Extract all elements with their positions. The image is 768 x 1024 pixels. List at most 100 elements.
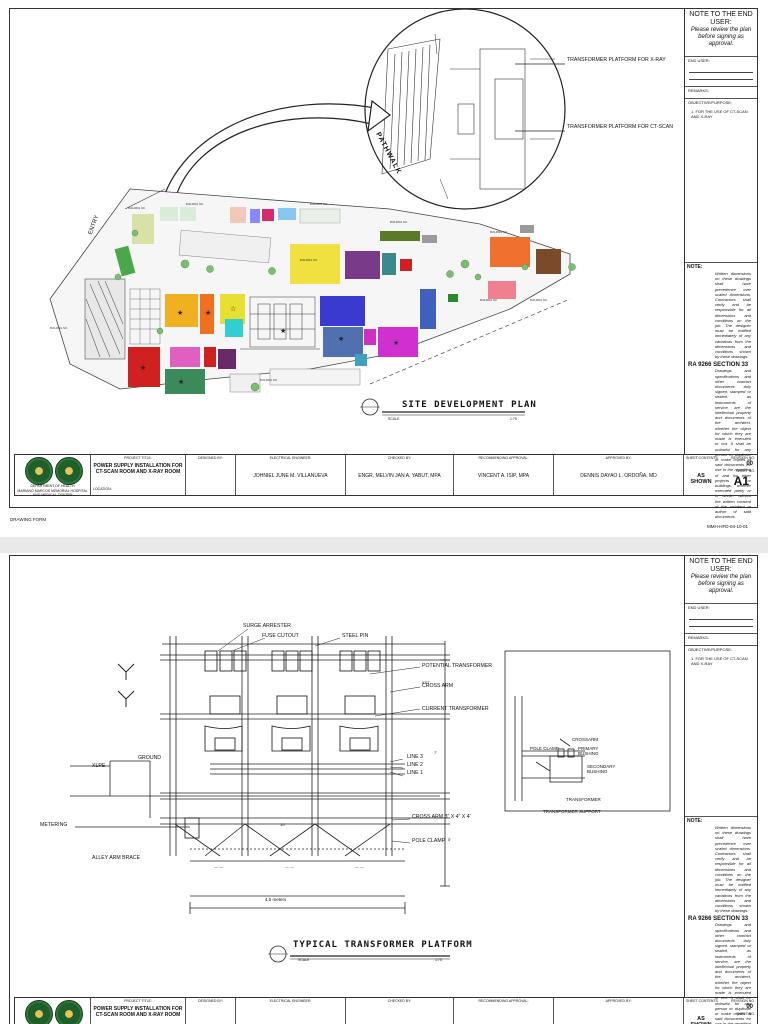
svg-text:BUILDING NO.: BUILDING NO. xyxy=(50,326,68,330)
electrical-engineer-name: JOHNIEL JUNE M. VILLANUEVA xyxy=(253,473,328,479)
project-title-label: PROJECT TITLE: xyxy=(124,999,152,1003)
label-metering: METERING xyxy=(40,822,68,828)
svg-text:BUILDING NO.: BUILDING NO. xyxy=(300,258,318,262)
remarks-label: REMARKS: xyxy=(688,635,709,640)
svg-text:★: ★ xyxy=(280,327,286,335)
label-surge-arrester: SURGE ARRESTER xyxy=(243,623,291,629)
scale-label: SCALE xyxy=(388,417,400,421)
support-label-secondary-bushing: SECONDARY BUSHING xyxy=(587,764,616,774)
svg-text:★: ★ xyxy=(177,309,183,317)
svg-text:BUILDING NO.: BUILDING NO. xyxy=(490,230,508,234)
label-total-width: 4.0 meters xyxy=(265,897,287,902)
agency-name: DEPARTMENT OF HEALTH xyxy=(30,484,75,488)
label-fuse-cutout: FUSE CUTOUT xyxy=(262,633,299,639)
scale-value: 1:75 xyxy=(510,417,517,421)
ra-9266-text: Drawings and specifications and other co… xyxy=(715,368,751,520)
svg-text:BUILDING NO.: BUILDING NO. xyxy=(530,298,548,302)
svg-text:★: ★ xyxy=(205,309,211,317)
callout-transformer-platform-xray: TRANSFORMER PLATFORM FOR X-RAY xyxy=(567,57,666,63)
svg-text:★: ★ xyxy=(178,378,184,386)
doh-seal-icon xyxy=(25,1000,53,1024)
svg-text:5': 5' xyxy=(448,837,451,842)
label-alley-arm-brace: ALLEY ARM BRACE xyxy=(92,855,141,861)
support-title: TRANSFORMER SUPPORT xyxy=(543,809,601,814)
document-code: MMH-HFD-04-10-01 xyxy=(707,524,749,529)
designed-by-label: DESIGNED BY: xyxy=(198,456,223,460)
note-label: NOTE: xyxy=(687,818,703,824)
note-column: NOTE TO THE END USER: Please review the … xyxy=(684,556,757,1024)
svg-text:BUILDING NO.: BUILDING NO. xyxy=(128,206,146,210)
svg-text:★: ★ xyxy=(393,339,399,347)
callout-transformer-platform-ctscan: TRANSFORMER PLATFORM FOR CT-SCAN xyxy=(567,124,673,130)
svg-text:7': 7' xyxy=(434,750,437,755)
label-pole-clamp: POLE CLAMP xyxy=(412,838,446,844)
checked-by-label: CHECKED BY: xyxy=(387,999,412,1003)
hospital-seal-icon xyxy=(55,457,83,485)
note-text: Written dimensions on these drawings sha… xyxy=(715,825,751,914)
note-column: NOTE TO THE END USER: Please review the … xyxy=(684,9,757,519)
label-ground: GROUND xyxy=(138,755,162,761)
objective-item: 1. FOR THE USE OF CT-SCAN AND X-RAY xyxy=(691,109,748,119)
scale-as-shown: AS SHOWN xyxy=(690,1016,711,1024)
checked-by-label: CHECKED BY: xyxy=(387,456,412,460)
label-steel-pin: STEEL PIN xyxy=(342,633,369,639)
label-current-transformer: CURRENT TRANSFORMER xyxy=(422,706,489,712)
note-label: NOTE: xyxy=(687,264,703,270)
support-label-primary-bushing: PRIMARY BUSHING xyxy=(578,746,599,756)
approved-by-label: APPROVED BY: xyxy=(605,999,632,1003)
end-user-label: END USER: xyxy=(688,58,710,63)
svg-text:BUILDING NO.: BUILDING NO. xyxy=(310,202,328,206)
note-subtitle: Please review the plan before signing as… xyxy=(690,27,752,47)
recommending-label: RECOMMENDING APPROVAL: xyxy=(478,999,529,1003)
drawing-sheet-1: ★ ★ ☆ ★ ★ ★ ★ ★ BUILDING NO. BUILDING NO. BUIL… xyxy=(9,8,758,529)
hospital-seal-icon xyxy=(55,1000,83,1024)
label-line-1: LINE 1 xyxy=(407,770,423,776)
remarks-label: REMARKS: xyxy=(688,88,709,93)
sheet-border xyxy=(9,555,758,1024)
transformer-platform-drawing: — —— —— — 5'FT7'5'10' xyxy=(70,628,671,963)
label-cross-arm: CROSS ARM xyxy=(422,683,454,689)
scale-label: SCALE xyxy=(298,958,310,962)
revision-no: 00 xyxy=(746,461,753,467)
drawing-form-label: DRAWING FORM xyxy=(10,517,47,522)
svg-text:BUILDING NO.: BUILDING NO. xyxy=(390,220,408,224)
support-label-pole-clamp: POLE CLAMP xyxy=(530,746,559,751)
hospital-name: MARIANO MARCOS MEMORIAL HOSPITAL AND MED… xyxy=(17,489,88,498)
checked-by-name: ENGR. MELVIN JAN A. YABUT, MPA xyxy=(358,473,441,479)
revision-label: REVISION NO. xyxy=(731,456,755,460)
end-user-label: END USER: xyxy=(688,605,710,610)
svg-text:BUILDING NO.: BUILDING NO. xyxy=(260,378,278,382)
location-label: LOCATION: xyxy=(93,487,112,491)
svg-text:★: ★ xyxy=(140,364,146,372)
revision-no: 00 xyxy=(746,1004,753,1010)
svg-text:5'FT: 5'FT xyxy=(422,680,430,685)
svg-text:— —: — — xyxy=(285,864,294,869)
svg-text:— —: — — xyxy=(355,864,364,869)
plan-title: SITE DEVELOPMENT PLAN xyxy=(402,400,537,410)
electrical-engineer-label: ELECTRICAL ENGINEER: xyxy=(269,456,312,460)
revision-label: REVISION NO. xyxy=(731,999,755,1003)
support-label-crossarm: CROSSARM xyxy=(572,737,599,742)
scale-as-shown: AS SHOWN xyxy=(690,473,712,485)
objective-label: OBJECTIVE/PURPOSE: xyxy=(688,647,733,652)
site-development-plan-drawing: ★ ★ ☆ ★ ★ ★ ★ ★ BUILDING NO. BUILDING NO. BUIL… xyxy=(49,9,576,416)
sheet-border xyxy=(9,8,758,508)
ra-9266-text: Drawings and specifications and other co… xyxy=(715,922,751,1024)
sheet-no: A1 xyxy=(733,474,749,488)
label-line-2: LINE 2 xyxy=(407,762,423,768)
objective-label: OBJECTIVE/PURPOSE: xyxy=(688,100,733,105)
project-title-label: PROJECT TITLE: xyxy=(124,456,152,460)
note-text: Written dimensions on these drawings sha… xyxy=(715,271,751,360)
label-potential-transformer: POTENTIAL TRANSFORMER xyxy=(422,663,493,669)
svg-text:☆: ☆ xyxy=(230,305,236,313)
page-separator xyxy=(0,537,768,553)
note-subtitle: Please review the plan before signing as… xyxy=(690,574,752,594)
doh-seal-icon xyxy=(25,457,53,485)
svg-text:★: ★ xyxy=(338,335,344,343)
project-title: POWER SUPPLY INSTALLATION FOR CT-SCAN RO… xyxy=(93,463,183,475)
sheet-contents-label: SHEET CONTENTS xyxy=(686,456,718,460)
recommending-name: VINCENT A. ISIP, MPA xyxy=(477,473,530,479)
label-cross-arm-size: CROSS ARM 3" X 4" X 4' xyxy=(412,814,471,820)
support-label-transformer: TRANSFORMER xyxy=(566,797,601,802)
